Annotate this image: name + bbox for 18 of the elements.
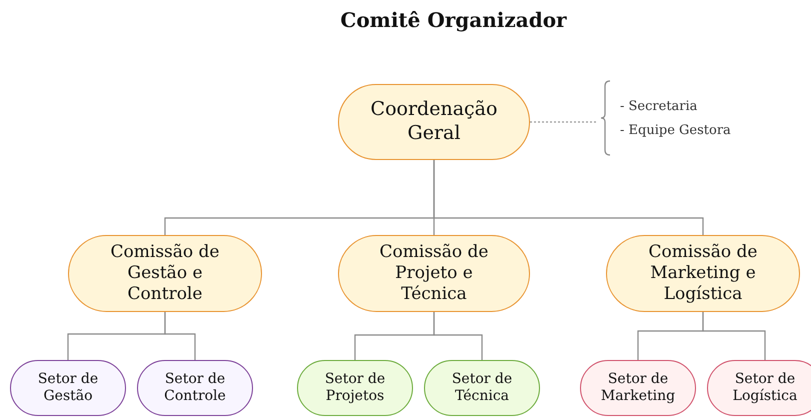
rounded-box: Comissão de Gestão e Controle (68, 235, 262, 312)
rounded-box: Setor de Projetos (297, 360, 413, 416)
rounded-box: Setor de Controle (137, 360, 253, 416)
rounded-box: Setor de Logística (707, 360, 811, 416)
connector-line (433, 312, 483, 360)
rounded-box: Setor de Gestão (10, 360, 126, 416)
rounded-box: Coordenação Geral (338, 84, 530, 160)
rounded-box: Setor de Marketing (580, 360, 696, 416)
list-item: - Equipe Gestora (620, 122, 732, 138)
title: Comitê Organizador (340, 8, 567, 32)
rounded-box: Comissão de Projeto e Técnica (338, 235, 530, 312)
connector-line (164, 312, 196, 360)
connector-line (433, 160, 704, 235)
list-item: - Secretaria (620, 98, 698, 114)
rounded-box: Setor de Técnica (424, 360, 540, 416)
connector-line (702, 312, 766, 360)
dotted-connector (530, 121, 598, 123)
rounded-box: Comissão de Marketing e Logística (606, 235, 800, 312)
